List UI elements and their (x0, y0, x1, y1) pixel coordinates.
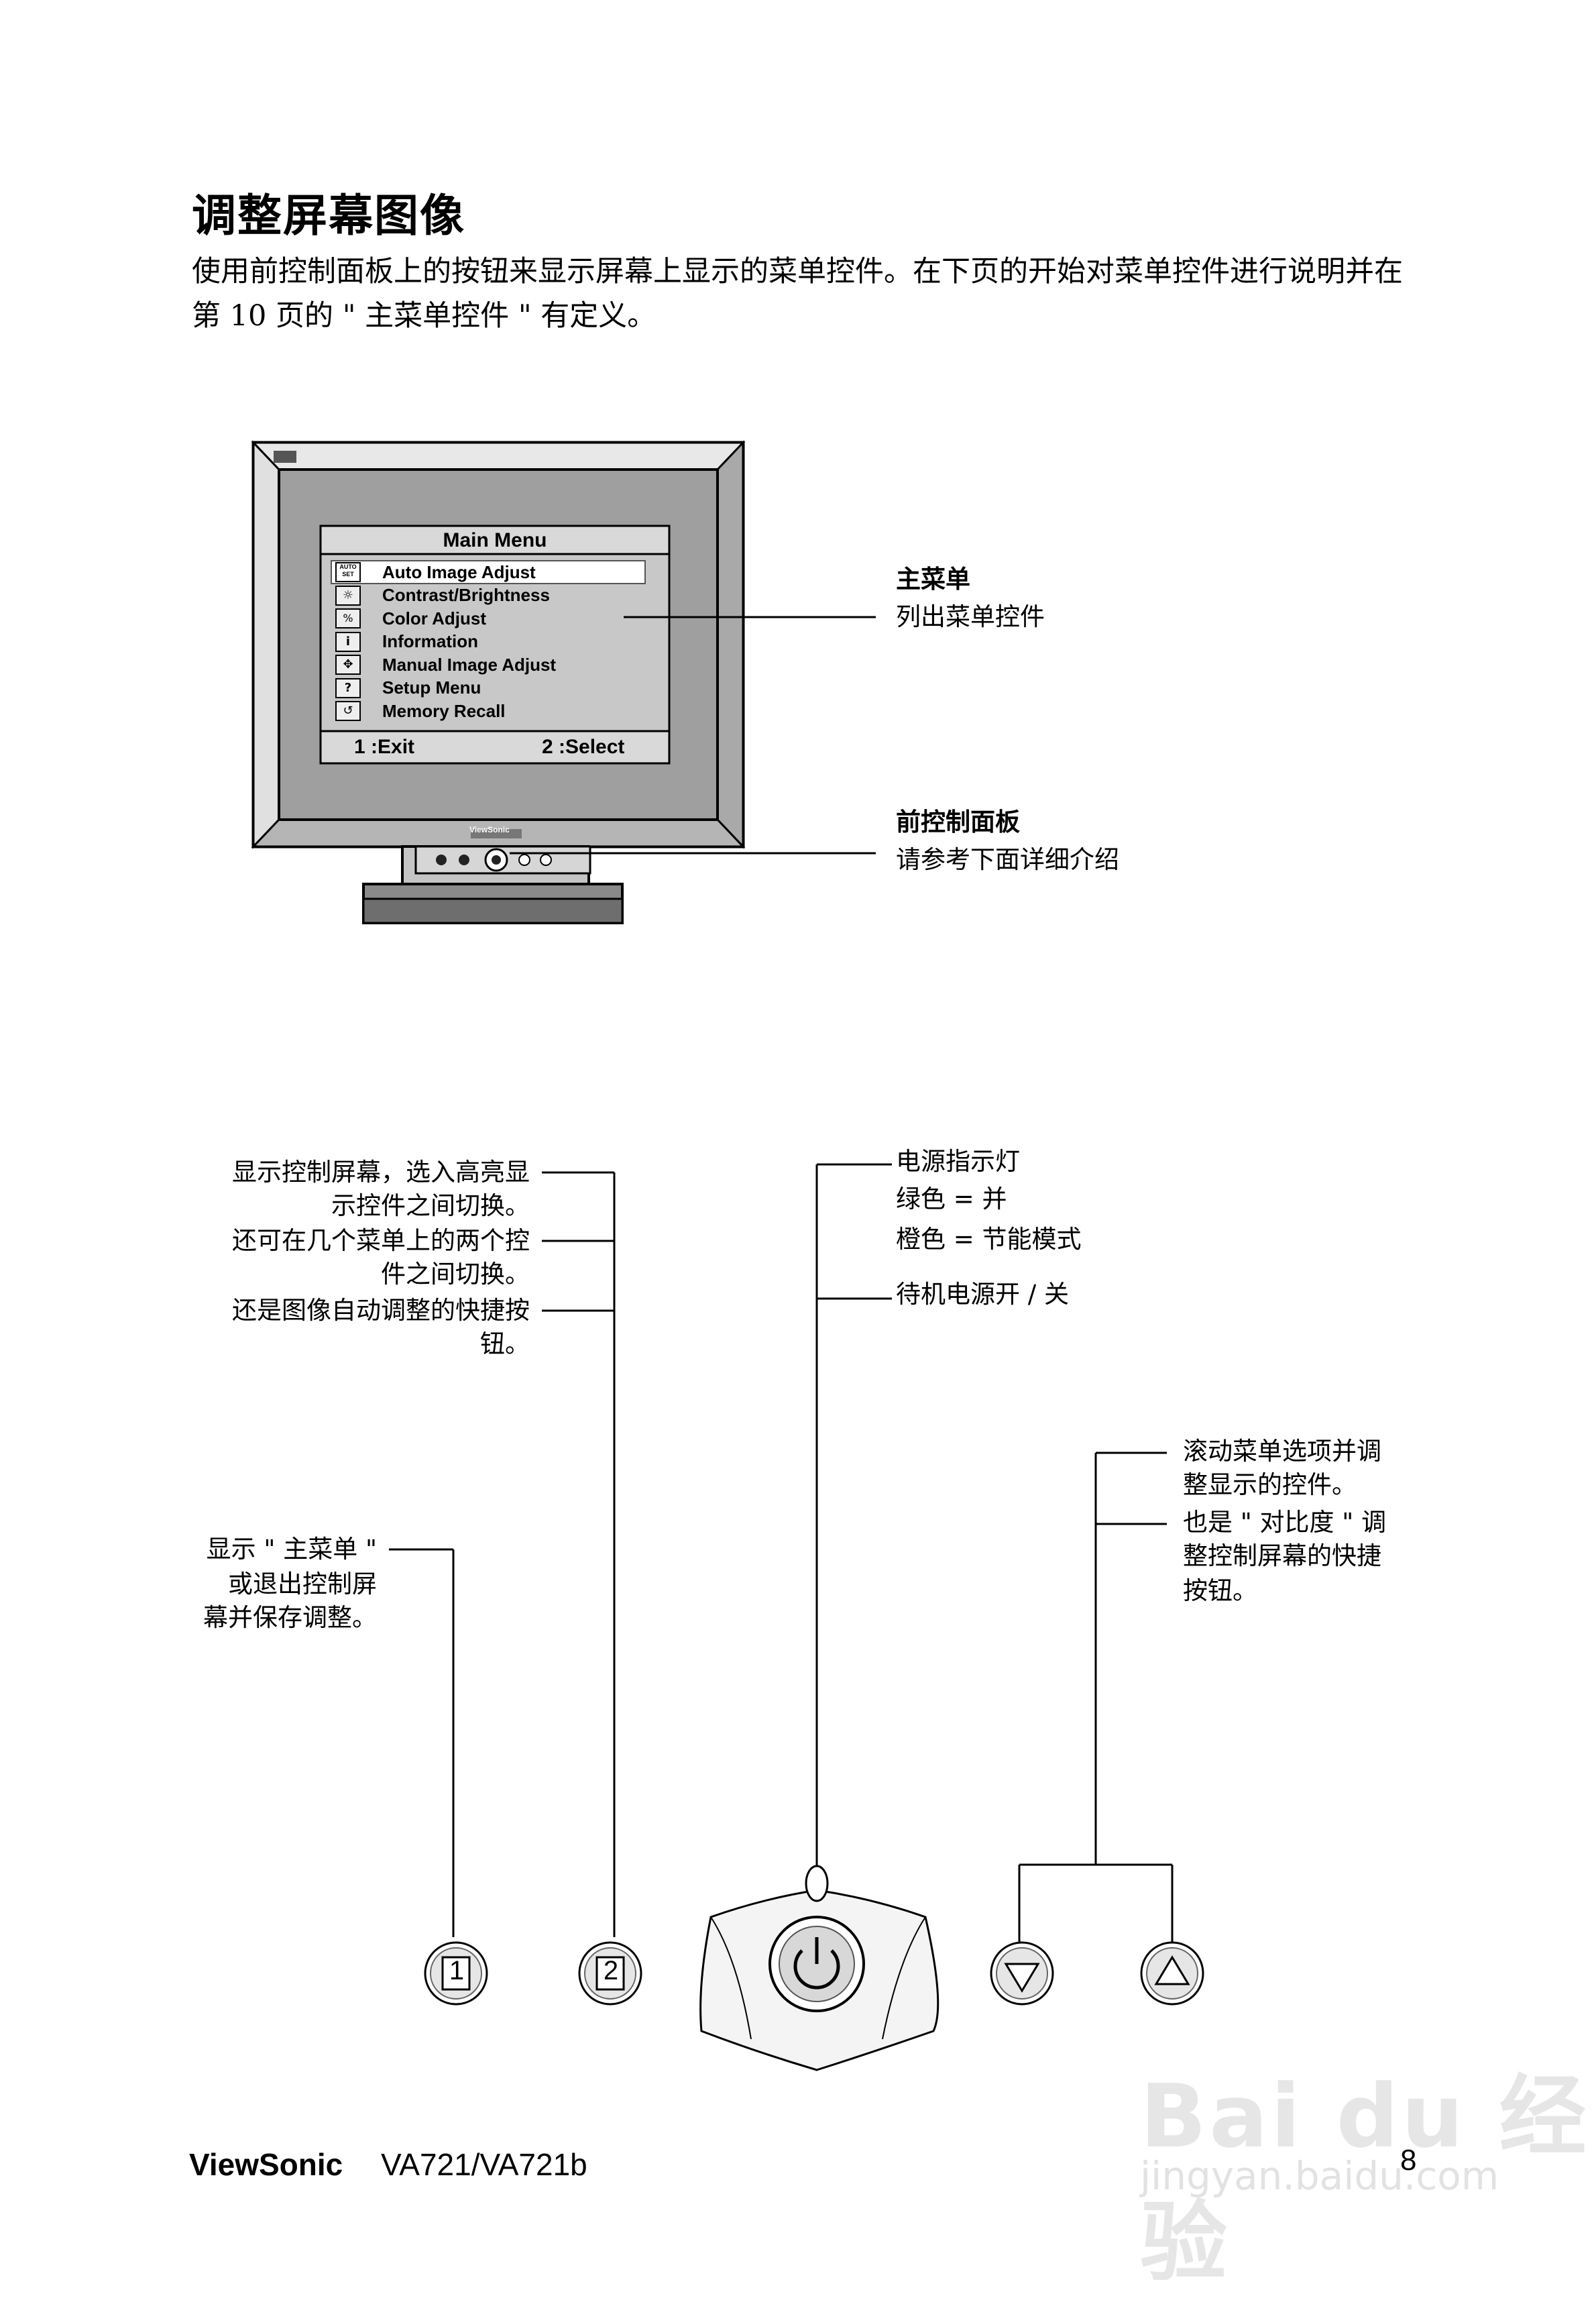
bezel-logo-icon (274, 451, 296, 463)
button-2-icon (578, 1941, 642, 2006)
osd-menu-item: ? Setup Menu (335, 677, 650, 700)
button2-desc-line: 还是图像自动调整的快捷按 (232, 1296, 530, 1325)
move-icon: ✥ (335, 655, 361, 675)
button2-desc-line: 件之间切换。 (381, 1260, 530, 1289)
osd-menu-title: Main Menu (443, 529, 547, 551)
baidu-watermark-logo: Bai du 经验 (1140, 2065, 1589, 2293)
button1-desc-line: 显示 " 主菜单 " (206, 1535, 377, 1564)
osd-menu-item: ✥ Manual Image Adjust (335, 653, 650, 677)
osd-menu-item: ☼ Contrast/Brightness (335, 584, 650, 608)
auto-set-icon: AUTO SET (335, 562, 361, 583)
arrows-desc-line: 按钮。 (1183, 1576, 1257, 1605)
button1-desc-line: 幕并保存调整。 (203, 1603, 377, 1632)
osd-select-label: 2 :Select (542, 736, 625, 758)
arrows-desc-line: 也是 " 对比度 " 调 (1183, 1508, 1387, 1537)
osd-menu-list: AUTO SET Auto Image Adjust ☼ Contrast/Br… (335, 561, 650, 723)
power-desc-line: 橙色 = 节能模式 (896, 1225, 1082, 1254)
osd-menu-item: i Information (335, 631, 650, 654)
recall-icon: ↺ (335, 701, 361, 722)
main-menu-callout-desc: 列出菜单控件 (896, 602, 1045, 631)
osd-menu-item: % Color Adjust (335, 607, 650, 631)
button-1-icon (424, 1941, 488, 2006)
osd-menu-item: ↺ Memory Recall (335, 700, 650, 723)
up-arrow-button-icon (1140, 1941, 1204, 2006)
button1-desc-line: 或退出控制屏 (228, 1570, 377, 1598)
button2-desc-line: 还可在几个菜单上的两个控 (232, 1226, 530, 1255)
button-1-label: 1 (449, 1956, 465, 1985)
arrows-desc-line: 滚动菜单选项并调 (1183, 1437, 1381, 1466)
osd-highlight-row (331, 560, 646, 584)
button2-desc-line: 示控件之间切换。 (331, 1191, 530, 1220)
arrows-desc-line: 整控制屏幕的快捷 (1183, 1541, 1381, 1570)
page-title: 调整屏幕图像 (192, 190, 465, 241)
osd-exit-label: 1 :Exit (354, 736, 415, 758)
bezel-brand: ViewSonic (469, 825, 510, 834)
power-desc-line: 绿色 = 并 (896, 1185, 1007, 1213)
power-led-icon (805, 1865, 829, 1902)
power-desc-line: 待机电源开 / 关 (896, 1280, 1069, 1309)
button2-desc-line: 显示控制屏幕，选入高亮显 (232, 1158, 530, 1187)
arrows-desc-line: 整显示的控件。 (1183, 1470, 1357, 1499)
osd-menu-item: AUTO SET Auto Image Adjust (335, 561, 650, 584)
color-icon: % (335, 608, 361, 629)
front-panel-callout-title: 前控制面板 (896, 808, 1020, 836)
front-panel-callout-desc: 请参考下面详细介绍 (896, 845, 1119, 874)
info-icon: i (335, 631, 361, 652)
main-menu-callout-title: 主菜单 (896, 565, 970, 594)
power-desc-line: 电源指示灯 (896, 1147, 1020, 1176)
brightness-icon: ☼ (335, 585, 361, 606)
baidu-watermark-url: jingyan.baidu.com (1140, 2153, 1499, 2199)
button2-desc-line: 钮。 (480, 1329, 530, 1358)
setup-icon: ? (335, 677, 361, 698)
down-arrow-button-icon (990, 1941, 1054, 2006)
button-2-label: 2 (603, 1956, 619, 1985)
footer-brand: ViewSonic (189, 2147, 343, 2182)
page-number: 8 (1400, 2144, 1417, 2177)
intro-paragraph: 使用前控制面板上的按钮来显示屏幕上显示的菜单控件。在下页的开始对菜单控件进行说明… (192, 255, 1403, 333)
footer-model: VA721/VA721b (381, 2147, 587, 2182)
power-icon (768, 1916, 865, 2012)
